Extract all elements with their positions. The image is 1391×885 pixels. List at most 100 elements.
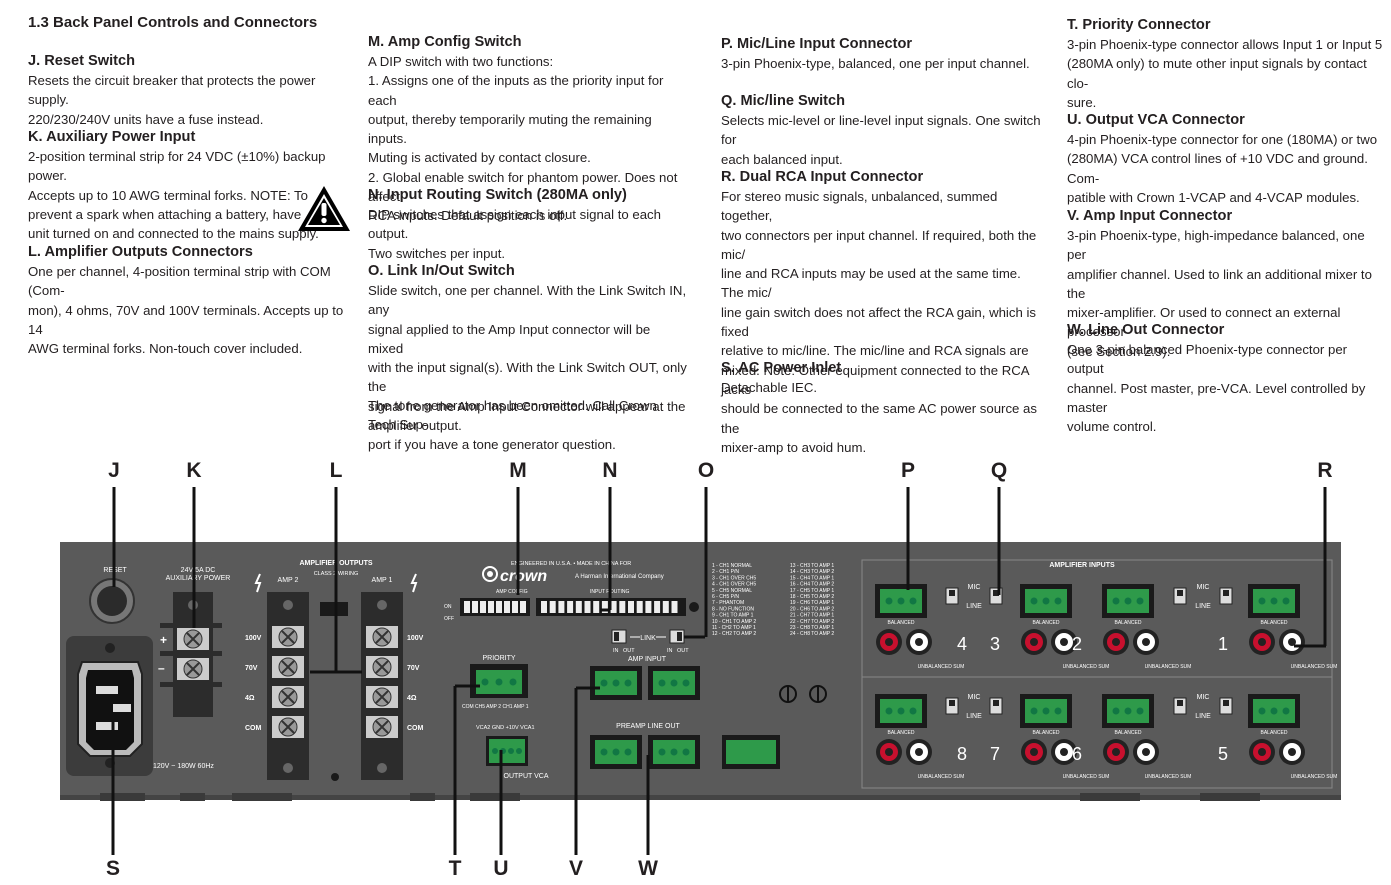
item-q-mic-line-switch: Q. Mic/line Switch Selects mic-level or … xyxy=(721,92,1041,169)
balanced-label: BALANCED xyxy=(1115,730,1142,736)
routing-list-item: 24 - CH8 TO AMP 2 xyxy=(790,631,834,637)
amp2-label: AMP 2 xyxy=(278,577,299,584)
vca-pins: VCA2 GND +10V VCA1 xyxy=(476,725,535,731)
mic-line-input-connector[interactable] xyxy=(1248,694,1300,728)
dip-on-label: ON xyxy=(444,604,452,610)
balanced-label: BALANCED xyxy=(1033,620,1060,626)
routing-list-item: 21 - CH7 TO AMP 1 xyxy=(790,613,834,619)
callout-w: W xyxy=(638,857,658,880)
link-label: LINK xyxy=(640,635,656,642)
output-vca-connector[interactable] xyxy=(489,739,525,763)
unbalanced-sum-label: UNBALANCED SUM xyxy=(918,774,965,780)
item-body: 3-pin Phoenix-type, high-impedance balan… xyxy=(1067,228,1372,359)
item-body: 3-pin Phoenix-type connector allows Inpu… xyxy=(1067,37,1383,110)
mic-label: MIC xyxy=(1197,694,1210,701)
extra-connector[interactable] xyxy=(722,735,780,769)
item-title: L. Amplifier Outputs Connectors xyxy=(28,244,253,260)
routing-list-item: 22 - CH7 TO AMP 2 xyxy=(790,619,834,625)
channel-number: 8 xyxy=(957,744,967,764)
mic-line-input-connector[interactable] xyxy=(1020,584,1072,618)
routing-list-item: 13 - CH3 TO AMP 1 xyxy=(790,563,834,569)
item-v-amp-input: V. Amp Input Connector 3-pin Phoenix-typ… xyxy=(1067,207,1387,361)
tap-label-amp2: 100V xyxy=(245,635,262,642)
unbalanced-sum-label: UNBALANCED SUM xyxy=(918,664,965,670)
mic-line-input-connector[interactable] xyxy=(875,694,927,728)
mic-line-input-connector[interactable] xyxy=(1102,584,1154,618)
unbalanced-sum-label: UNBALANCED SUM xyxy=(1063,774,1110,780)
amp-config-list-item: 7 - PHANTOM xyxy=(712,600,744,606)
channel-number: 4 xyxy=(957,634,967,654)
callout-q: Q xyxy=(990,459,1008,482)
dip-off-label: OFF xyxy=(444,616,454,622)
item-o-link-switch: O. Link In/Out Switch Slide switch, one … xyxy=(368,262,688,435)
amp-input-connector-2[interactable] xyxy=(590,666,642,700)
mic-line-input-connector[interactable] xyxy=(1248,584,1300,618)
channel-number: 1 xyxy=(1218,634,1228,654)
amp-input-connector-1[interactable] xyxy=(648,666,700,700)
item-title: N. Input Routing Switch (280MA only) xyxy=(368,187,627,203)
item-body: A DIP switch with two functions: 1. Assi… xyxy=(368,54,678,224)
item-body: Detachable IEC. xyxy=(721,380,818,395)
line-label: LINE xyxy=(1195,603,1211,610)
reset-button-cap xyxy=(97,586,127,616)
item-title: P. Mic/Line Input Connector xyxy=(721,36,913,52)
mic-line-input-connector[interactable] xyxy=(875,584,927,618)
item-u-output-vca: U. Output VCA Connector 4-pin Phoenix-ty… xyxy=(1067,111,1387,207)
routing-list-item: 16 - CH4 TO AMP 2 xyxy=(790,582,834,588)
unbalanced-sum-label: UNBALANCED SUM xyxy=(1145,774,1192,780)
crown-logo: crown xyxy=(500,568,547,585)
warning-icon xyxy=(298,186,350,231)
line-out-connector-2[interactable] xyxy=(590,735,642,769)
callout-n: N xyxy=(602,459,618,482)
balanced-label: BALANCED xyxy=(1261,620,1288,626)
item-p-mic-line-input: P. Mic/Line Input Connector 3-pin Phoeni… xyxy=(721,35,1030,73)
callout-u: U xyxy=(493,857,509,880)
item-body: 2-position terminal strip for 24 VDC (±1… xyxy=(28,149,326,242)
tap-label-amp1: 70V xyxy=(407,665,420,672)
callout-k: K xyxy=(186,459,202,482)
amplifier-inputs-label: AMPLIFIER INPUTS xyxy=(1049,562,1115,569)
callout-v: V xyxy=(568,857,583,880)
mic-line-input-connector[interactable] xyxy=(1020,694,1072,728)
item-title: S. AC Power Inlet xyxy=(721,360,842,376)
mic-label: MIC xyxy=(1197,584,1210,591)
amp-config-list-item: 12 - CH2 TO AMP 2 xyxy=(712,631,756,637)
engineered-label: ENGINEERED IN U.S.A. • MADE IN CHINA FOR xyxy=(511,561,631,567)
line-out-connector-1[interactable] xyxy=(648,735,700,769)
callout-l: L xyxy=(329,459,343,482)
routing-list-item: 23 - CH8 TO AMP 1 xyxy=(790,625,834,631)
item-k-auxiliary-power: K. Auxiliary Power Input 2-position term… xyxy=(28,128,348,243)
item-n-input-routing: N. Input Routing Switch (280MA only) DIP… xyxy=(368,186,688,263)
item-title: K. Auxiliary Power Input xyxy=(28,129,196,145)
line-label: LINE xyxy=(966,603,982,610)
amp-config-label: AMP CONFIG xyxy=(496,589,528,595)
mic-line-input-connector[interactable] xyxy=(1102,694,1154,728)
amp-config-list-item: 4 - CH1 OVER CH5 xyxy=(712,582,756,588)
line-label: LINE xyxy=(1195,713,1211,720)
item-body: One per channel, 4-position terminal str… xyxy=(28,264,344,357)
amp-input-label: AMP INPUT xyxy=(628,656,667,663)
unbalanced-sum-label: UNBALANCED SUM xyxy=(1291,774,1338,780)
back-panel-diagram: RESET 120V ~ 180W 60Hz 24V 5A DC AUXILIA… xyxy=(0,450,1391,885)
amp-config-list-item: 2 - CH1 P/N xyxy=(712,569,739,575)
amp-config-dip-switch[interactable] xyxy=(460,598,530,616)
channel-number: 7 xyxy=(990,744,1000,764)
item-title: Q. Mic/line Switch xyxy=(721,93,846,109)
item-body: For stereo music signals, unbalanced, su… xyxy=(721,189,1037,455)
amp-config-list-item: 8 - NO FUNCTION xyxy=(712,606,754,612)
back-panel-svg: RESET 120V ~ 180W 60Hz 24V 5A DC AUXILIA… xyxy=(60,487,1341,855)
item-body: One 3-pin balanced Phoenix-type connecto… xyxy=(1067,342,1366,435)
output-vca-label: OUTPUT VCA xyxy=(504,773,549,780)
callout-o: O xyxy=(697,459,715,482)
item-t-priority: T. Priority Connector 3-pin Phoenix-type… xyxy=(1067,16,1387,112)
item-w-line-out: W. Line Out Connector One 3-pin balanced… xyxy=(1067,321,1387,436)
amp-config-list-item: 6 - CH5 P/N xyxy=(712,594,739,600)
priority-connector[interactable] xyxy=(476,670,522,694)
callout-t: T xyxy=(448,857,462,880)
tap-label-amp2: 4Ω xyxy=(245,695,255,702)
